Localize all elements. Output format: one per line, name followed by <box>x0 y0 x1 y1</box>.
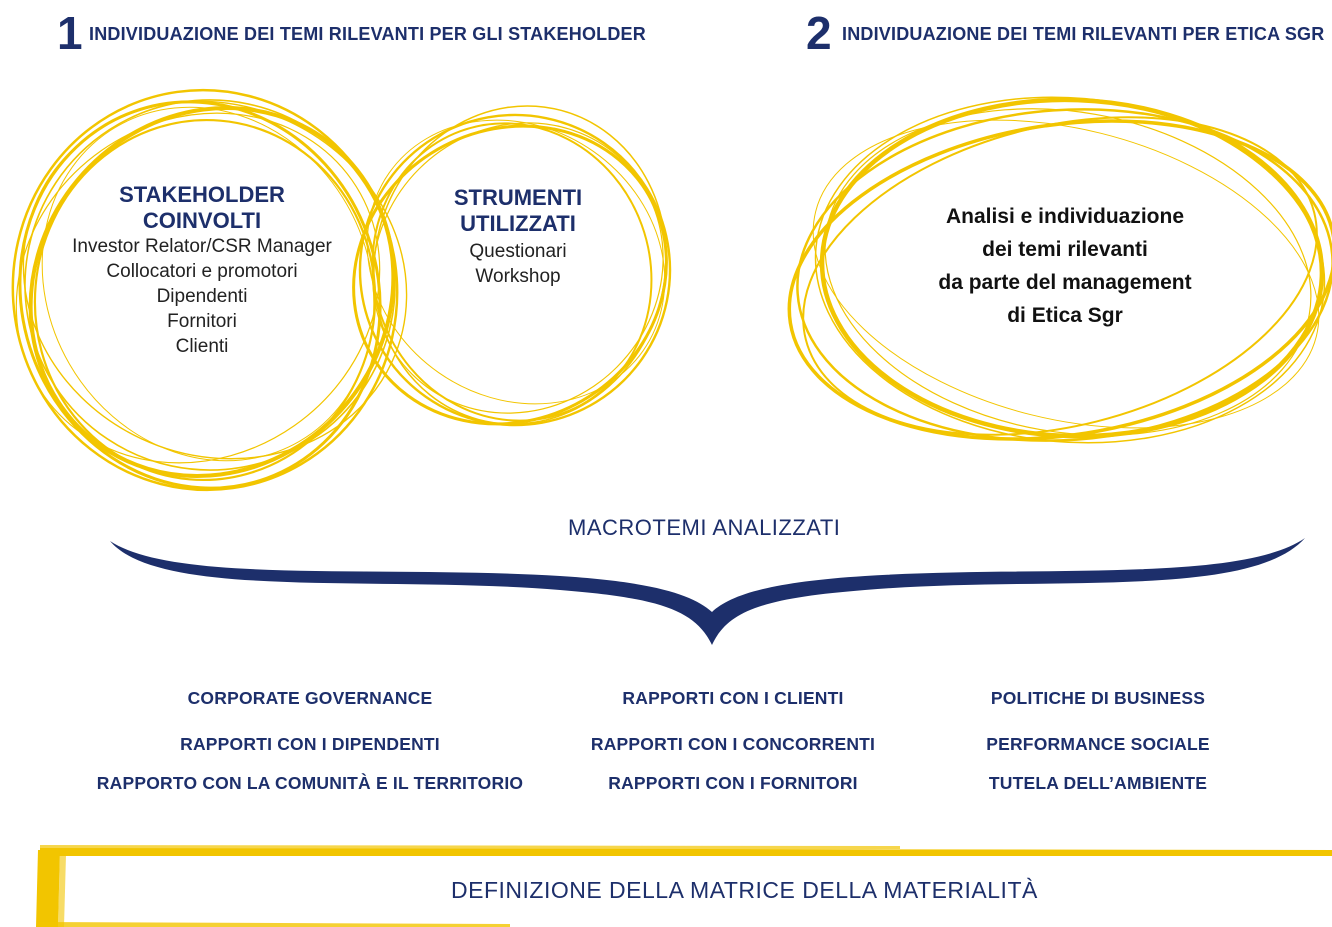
stakeholder-item: Dipendenti <box>156 286 248 307</box>
macrotemi-title: MACROTEMI ANALIZZATI <box>568 515 841 540</box>
theme-item: RAPPORTI CON I CONCORRENTI <box>590 734 876 754</box>
theme-item: RAPPORTI CON I CLIENTI <box>622 688 844 708</box>
stakeholder-heading-line2: COINVOLTI <box>142 208 262 233</box>
bottom-brush-frame <box>36 845 1332 927</box>
tools-item: Questionari <box>469 241 567 262</box>
themes-column-1: CORPORATE GOVERNANCE RAPPORTI CON I DIPE… <box>80 686 540 824</box>
theme-item: PERFORMANCE SOCIALE <box>986 734 1210 754</box>
stakeholder-item: Investor Relator/CSR Manager <box>72 236 332 257</box>
stakeholder-item: Fornitori <box>167 311 237 332</box>
stakeholder-circle: STAKEHOLDER COINVOLTI Investor Relator/C… <box>42 182 362 359</box>
stakeholder-item: Clienti <box>175 336 229 357</box>
management-circle: Analisi e individuazione dei temi rileva… <box>905 200 1225 332</box>
theme-item: RAPPORTO CON LA COMUNITÀ E IL TERRITORIO <box>96 773 524 793</box>
theme-item: RAPPORTI CON I DIPENDENTI <box>180 734 440 754</box>
step-2-number: 2 <box>806 7 832 59</box>
themes-column-3: POLITICHE DI BUSINESS PERFORMANCE SOCIAL… <box>958 686 1238 824</box>
management-line: di Etica Sgr <box>1007 304 1123 327</box>
stakeholder-heading-line1: STAKEHOLDER <box>119 182 285 207</box>
management-line: dei temi rilevanti <box>982 238 1148 261</box>
tools-item: Workshop <box>475 266 561 287</box>
theme-item: TUTELA DELL’AMBIENTE <box>988 773 1208 793</box>
step-1-number: 1 <box>57 7 83 59</box>
theme-item: RAPPORTI CON I FORNITORI <box>608 773 858 793</box>
tools-heading-line2: UTILIZZATI <box>460 211 576 236</box>
theme-item: POLITICHE DI BUSINESS <box>990 688 1206 708</box>
tools-circle: STRUMENTI UTILIZZATI Questionari Worksho… <box>418 185 618 289</box>
management-line: da parte del management <box>938 271 1192 294</box>
tools-heading-line1: STRUMENTI <box>453 185 583 210</box>
curly-brace <box>110 538 1305 645</box>
stakeholder-item: Collocatori e promotori <box>106 261 298 282</box>
theme-item: CORPORATE GOVERNANCE <box>187 688 433 708</box>
materiality-matrix-title: DEFINIZIONE DELLA MATRICE DELLA MATERIAL… <box>451 877 1038 903</box>
management-scribble-circle <box>787 96 1332 444</box>
step-2-title: INDIVIDUAZIONE DEI TEMI RILEVANTI PER ET… <box>842 24 1325 44</box>
themes-column-2: RAPPORTI CON I CLIENTI RAPPORTI CON I CO… <box>563 686 903 824</box>
step-1-title: INDIVIDUAZIONE DEI TEMI RILEVANTI PER GL… <box>89 24 646 44</box>
management-line: Analisi e individuazione <box>945 205 1185 228</box>
tools-scribble-circle <box>352 105 672 427</box>
